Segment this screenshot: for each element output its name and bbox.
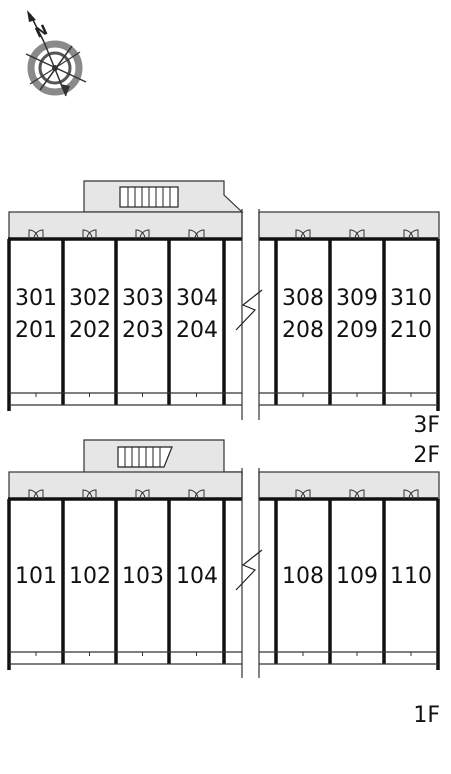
door-swing-icon [33, 229, 44, 240]
unit-label-109: 109 [336, 564, 378, 589]
compass-north-label: N [33, 22, 50, 41]
door-swing-icon [408, 489, 419, 500]
door-swing-icon [139, 229, 150, 240]
door-swings [28, 229, 419, 500]
door-swing-icon [194, 489, 205, 500]
door-swing-icon [403, 489, 414, 500]
door-swing-icon [82, 489, 93, 500]
door-swing-icon [135, 489, 146, 500]
balcony-ticks [35, 393, 412, 656]
floor-label-3f: 3F [413, 413, 440, 438]
north-arrow-icon [27, 10, 36, 22]
lower-break-mark [235, 549, 263, 591]
door-swing-icon [295, 229, 306, 240]
unit-label-203: 203 [122, 318, 164, 343]
upper-stairs-icon [119, 186, 179, 208]
door-swing-icon [139, 489, 150, 500]
door-swing-icon [82, 229, 93, 240]
lower-stairs-icon [117, 446, 173, 468]
upper-floor-plan [7, 180, 440, 420]
door-swing-icon [188, 229, 199, 240]
door-swing-icon [408, 229, 419, 240]
door-swing-icon [403, 229, 414, 240]
door-swing-icon [28, 229, 39, 240]
unit-label-202: 202 [69, 318, 111, 343]
unit-label-102: 102 [69, 564, 111, 589]
door-swing-icon [194, 229, 205, 240]
upper-break-mark [235, 289, 263, 331]
door-swing-icon [349, 229, 360, 240]
unit-label-209: 209 [336, 318, 378, 343]
unit-label-110: 110 [390, 564, 432, 589]
compass-icon [25, 10, 87, 97]
unit-label-208: 208 [282, 318, 324, 343]
unit-label-201: 201 [15, 318, 57, 343]
door-swing-icon [28, 489, 39, 500]
unit-label-301: 301 [15, 286, 57, 311]
unit-label-210: 210 [390, 318, 432, 343]
door-swing-icon [86, 489, 97, 500]
door-swing-icon [295, 489, 306, 500]
door-swing-icon [188, 489, 199, 500]
lower-corridor-right [258, 471, 440, 500]
unit-label-310: 310 [390, 286, 432, 311]
unit-label-103: 103 [122, 564, 164, 589]
door-swing-icon [33, 489, 44, 500]
unit-label-302: 302 [69, 286, 111, 311]
door-swing-icon [86, 229, 97, 240]
floor-label-1f: 1F [413, 703, 440, 728]
unit-label-309: 309 [336, 286, 378, 311]
door-swing-icon [354, 489, 365, 500]
unit-label-308: 308 [282, 286, 324, 311]
unit-label-104: 104 [176, 564, 218, 589]
door-swing-icon [349, 489, 360, 500]
door-swing-icon [300, 489, 311, 500]
floor-label-2f: 2F [413, 443, 440, 468]
unit-label-101: 101 [15, 564, 57, 589]
door-swing-icon [354, 229, 365, 240]
unit-label-304: 304 [176, 286, 218, 311]
unit-label-204: 204 [176, 318, 218, 343]
lower-corridor-left [8, 471, 243, 500]
door-swing-icon [135, 229, 146, 240]
lower-floor-plan [7, 439, 440, 678]
upper-corridor-left [8, 211, 243, 240]
unit-label-108: 108 [282, 564, 324, 589]
unit-label-303: 303 [122, 286, 164, 311]
door-swing-icon [300, 229, 311, 240]
